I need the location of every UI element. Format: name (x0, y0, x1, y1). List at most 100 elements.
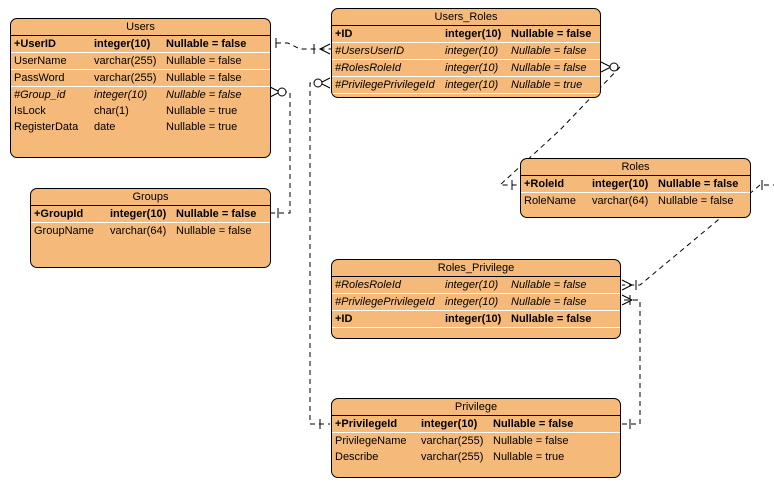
attribute-type: integer(10) (445, 296, 499, 308)
entity-title: Roles_Privilege (332, 260, 620, 277)
attribute-name: PassWord (14, 72, 65, 84)
rel-groups-users (269, 86, 291, 218)
attribute-name: #Group_id (14, 89, 66, 101)
attribute-row[interactable]: GroupName varchar(64) Nullable = false (31, 223, 270, 239)
attribute-name: #PrivilegePrivilegeId (335, 296, 435, 308)
attribute-row[interactable]: +ID integer(10) Nullable = false (332, 26, 600, 43)
attribute-row[interactable]: +PrivilegeId integer(10) Nullable = false (332, 416, 620, 433)
rel-privilege-userroles (309, 77, 331, 429)
attribute-row[interactable]: #PrivilegePrivilegeId integer(10) Nullable… (332, 294, 620, 311)
attribute-row[interactable]: #UsersUserID integer(10) Nullable = false (332, 43, 600, 60)
attribute-nullable: Nullable = false (493, 418, 574, 430)
attribute-row[interactable]: #RolesRoleId integer(10) Nullable = false (332, 277, 620, 294)
rel-privilege-rolesprivilege (621, 294, 641, 429)
attribute-row[interactable]: Describe varchar(255) Nullable = true (332, 449, 620, 465)
attribute-type: varchar(255) (421, 435, 484, 447)
attribute-nullable: Nullable = false (511, 62, 587, 74)
attribute-nullable: Nullable = true (511, 79, 583, 91)
attribute-name: RegisterData (14, 121, 79, 133)
attribute-name: #UsersUserID (335, 45, 405, 57)
attribute-type: char(1) (94, 105, 129, 117)
attribute-type: date (94, 121, 116, 133)
attribute-name: +GroupId (34, 208, 84, 220)
attribute-nullable: Nullable = false (176, 208, 257, 220)
entity-roles-privilege[interactable]: Roles_Privilege #RolesRoleId integer(10) N… (331, 259, 621, 339)
entity-title: Privilege (332, 399, 620, 416)
entity-title: Users (11, 19, 270, 36)
attribute-nullable: Nullable = false (166, 38, 247, 50)
attribute-nullable: Nullable = false (511, 45, 587, 57)
entity-groups[interactable]: Groups +GroupId integer(10) Nullable = fal… (30, 188, 271, 268)
entity-title: Users_Roles (332, 9, 600, 26)
attribute-name: UserName (14, 55, 67, 67)
attribute-row[interactable]: #PrivilegePrivilegeId integer(10) Nullable… (332, 77, 600, 94)
entity-users-roles[interactable]: Users_Roles +ID integer(10) Nullable = fal… (331, 8, 601, 98)
attribute-name: +PrivilegeId (335, 418, 398, 430)
attribute-nullable: Nullable = false (511, 28, 592, 40)
attribute-type: integer(10) (445, 79, 499, 91)
attribute-type: varchar(255) (94, 55, 157, 67)
attribute-type: varchar(255) (94, 72, 157, 84)
attribute-type: integer(10) (445, 279, 499, 291)
attribute-nullable: Nullable = false (658, 195, 734, 207)
entity-users[interactable]: Users +UserID integer(10) Nullable = false… (10, 18, 271, 158)
entity-privilege[interactable]: Privilege +PrivilegeId integer(10) Nullabl… (331, 398, 621, 478)
attribute-nullable: Nullable = true (493, 451, 565, 463)
attribute-row[interactable]: UserName varchar(255) Nullable = false (11, 53, 270, 70)
attribute-nullable: Nullable = true (166, 105, 238, 117)
attribute-row[interactable]: PassWord varchar(255) Nullable = false (11, 70, 270, 87)
attribute-name: PrivilegeName (335, 435, 407, 447)
attribute-type: varchar(64) (592, 195, 649, 207)
attribute-nullable: Nullable = false (166, 55, 242, 67)
attribute-type: integer(10) (445, 45, 499, 57)
attribute-row[interactable]: #RolesRoleId integer(10) Nullable = false (332, 60, 600, 77)
attribute-type: integer(10) (445, 313, 502, 325)
attribute-name: #RolesRoleId (335, 279, 402, 291)
rel-users-userroles (275, 38, 332, 55)
attribute-nullable: Nullable = false (658, 178, 739, 190)
attribute-nullable: Nullable = false (511, 296, 587, 308)
attribute-type: integer(10) (421, 418, 478, 430)
attribute-name: #PrivilegePrivilegeId (335, 79, 435, 91)
attribute-nullable: Nullable = false (166, 89, 242, 101)
attribute-type: integer(10) (445, 62, 499, 74)
attribute-name: +UserID (14, 38, 56, 50)
entity-title: Groups (31, 189, 270, 206)
attribute-row[interactable]: +GroupId integer(10) Nullable = false (31, 206, 270, 223)
attribute-name: +ID (335, 28, 353, 40)
attribute-type: integer(10) (110, 208, 167, 220)
attribute-name: Describe (335, 451, 379, 463)
attribute-name: +RoleId (524, 178, 565, 190)
attribute-type: integer(10) (94, 89, 148, 101)
attribute-row[interactable]: +RoleId integer(10) Nullable = false (521, 176, 750, 193)
attribute-name: #RolesRoleId (335, 62, 402, 74)
attribute-row[interactable]: PrivilegeName varchar(255) Nullable = fals… (332, 433, 620, 449)
attribute-type: integer(10) (94, 38, 151, 50)
attribute-name: GroupName (34, 225, 94, 237)
attribute-row[interactable]: IsLock char(1) Nullable = true (11, 103, 270, 119)
attribute-type: integer(10) (592, 178, 649, 190)
attribute-nullable: Nullable = false (511, 279, 587, 291)
attribute-nullable: Nullable = false (176, 225, 252, 237)
entity-roles[interactable]: Roles +RoleId integer(10) Nullable = false… (520, 158, 751, 218)
attribute-type: integer(10) (445, 28, 502, 40)
attribute-row[interactable]: #Group_id integer(10) Nullable = false (11, 87, 270, 103)
entity-title: Roles (521, 159, 750, 176)
attribute-nullable: Nullable = false (493, 435, 569, 447)
attribute-name: +ID (335, 313, 353, 325)
attribute-type: varchar(64) (110, 225, 167, 237)
attribute-row[interactable]: +UserID integer(10) Nullable = false (11, 36, 270, 53)
attribute-nullable: Nullable = false (166, 72, 242, 84)
attribute-type: varchar(255) (421, 451, 484, 463)
attribute-nullable: Nullable = false (511, 313, 592, 325)
attribute-name: IsLock (14, 105, 46, 117)
attribute-row[interactable]: +ID integer(10) Nullable = false (332, 311, 620, 328)
